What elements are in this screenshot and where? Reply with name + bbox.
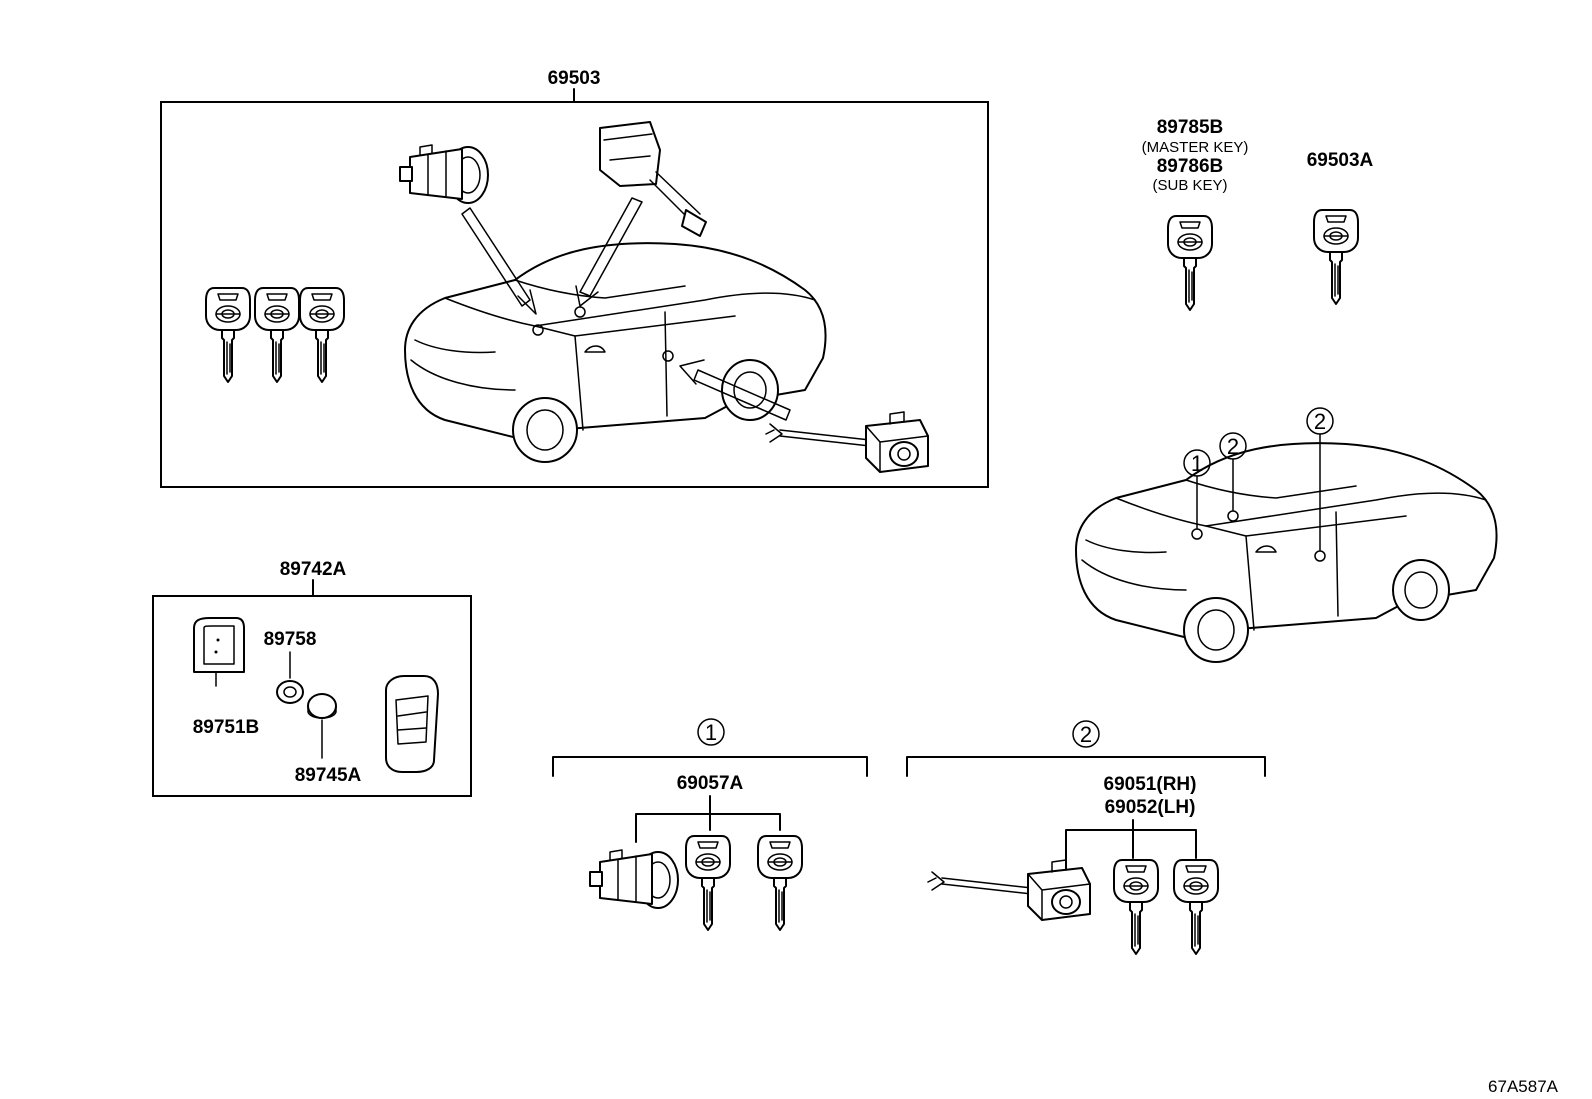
group-bracket-1 [552,756,868,777]
key-set-69503 [205,287,345,383]
ignition-cylinder-icon [399,144,489,204]
o-ring-icon [276,680,304,704]
group-callout-2 [1072,720,1100,748]
key-icon [205,287,251,383]
label-master-key: (MASTER KEY) [1142,139,1249,156]
label-sub-key: (SUB KEY) [1152,177,1227,194]
callout-number: 2 [1227,434,1239,459]
label-89785b: 89785B [1157,117,1224,138]
label-89758: 89758 [264,629,317,650]
label-69503a: 69503A [1307,150,1374,171]
label-89751b: 89751B [193,717,260,738]
location-arrows [461,197,791,421]
battery-icon [307,693,337,719]
vehicle-sedan-icon [404,242,827,463]
label-69052-lh: 69052(LH) [1105,797,1196,818]
label-69503: 69503 [548,68,601,89]
spare-key-icon [1313,209,1359,305]
callout-door-location-left: 2 [1219,432,1247,522]
callout-number: 1 [1191,451,1203,476]
key-icon [685,835,731,931]
key-icon [299,287,345,383]
group-bracket-2 [906,756,1266,777]
group-callout-1 [697,718,725,746]
assembly-box-89742a [152,595,472,797]
key-icon [1173,859,1219,955]
label-69057a: 69057A [677,773,744,794]
label-89786b: 89786B [1157,156,1224,177]
callout-ignition-location: 1 [1183,449,1211,540]
assembly-box-69503 [160,101,989,488]
key-icon [757,835,803,931]
key-icon [1113,859,1159,955]
figure-code: 67A587A [1488,1077,1559,1096]
vehicle-location-sedan-icon [1075,442,1498,663]
door-lock-cylinder-icon [765,411,929,473]
group-callout-2-number: 2 [1080,722,1092,747]
callout-number: 2 [1314,409,1326,434]
leader-69057a [635,795,781,843]
steering-lock-assembly [599,121,707,237]
label-69051-rh: 69051(RH) [1104,774,1197,795]
label-89745a: 89745A [295,765,362,786]
ignition-cylinder-icon [589,849,679,909]
leader-69051-69052 [1065,819,1197,873]
remote-case-icon [193,617,245,673]
key-icon [254,287,300,383]
group-callout-1-number: 1 [705,720,717,745]
flip-key-fob-icon [385,675,439,773]
label-89742a: 89742A [280,559,347,580]
callout-door-location-right: 2 [1306,407,1334,562]
door-lock-cylinder-icon [927,859,1091,921]
master-key-icon [1167,215,1213,311]
